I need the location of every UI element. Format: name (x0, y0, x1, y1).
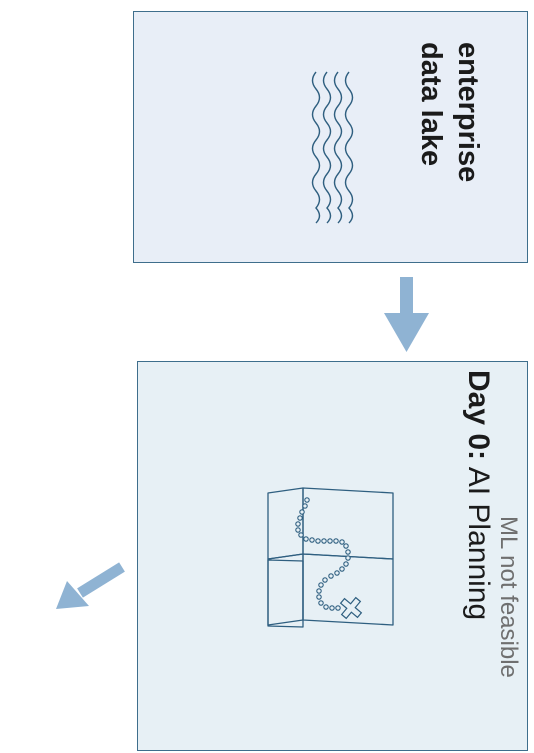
ml-not-feasible-label: ML not feasible (495, 516, 522, 678)
planning-title-bold: Day 0: (462, 370, 495, 461)
lake-title-line2: data lake (415, 42, 447, 167)
planning-title-rest: AI Planning (462, 460, 495, 621)
enterprise-data-lake-box (133, 11, 528, 263)
planning-title: Day 0: AI Planning (458, 370, 498, 620)
lake-title-line1: enterprise (452, 42, 484, 183)
lake-title: enterprise data lake (412, 42, 486, 182)
